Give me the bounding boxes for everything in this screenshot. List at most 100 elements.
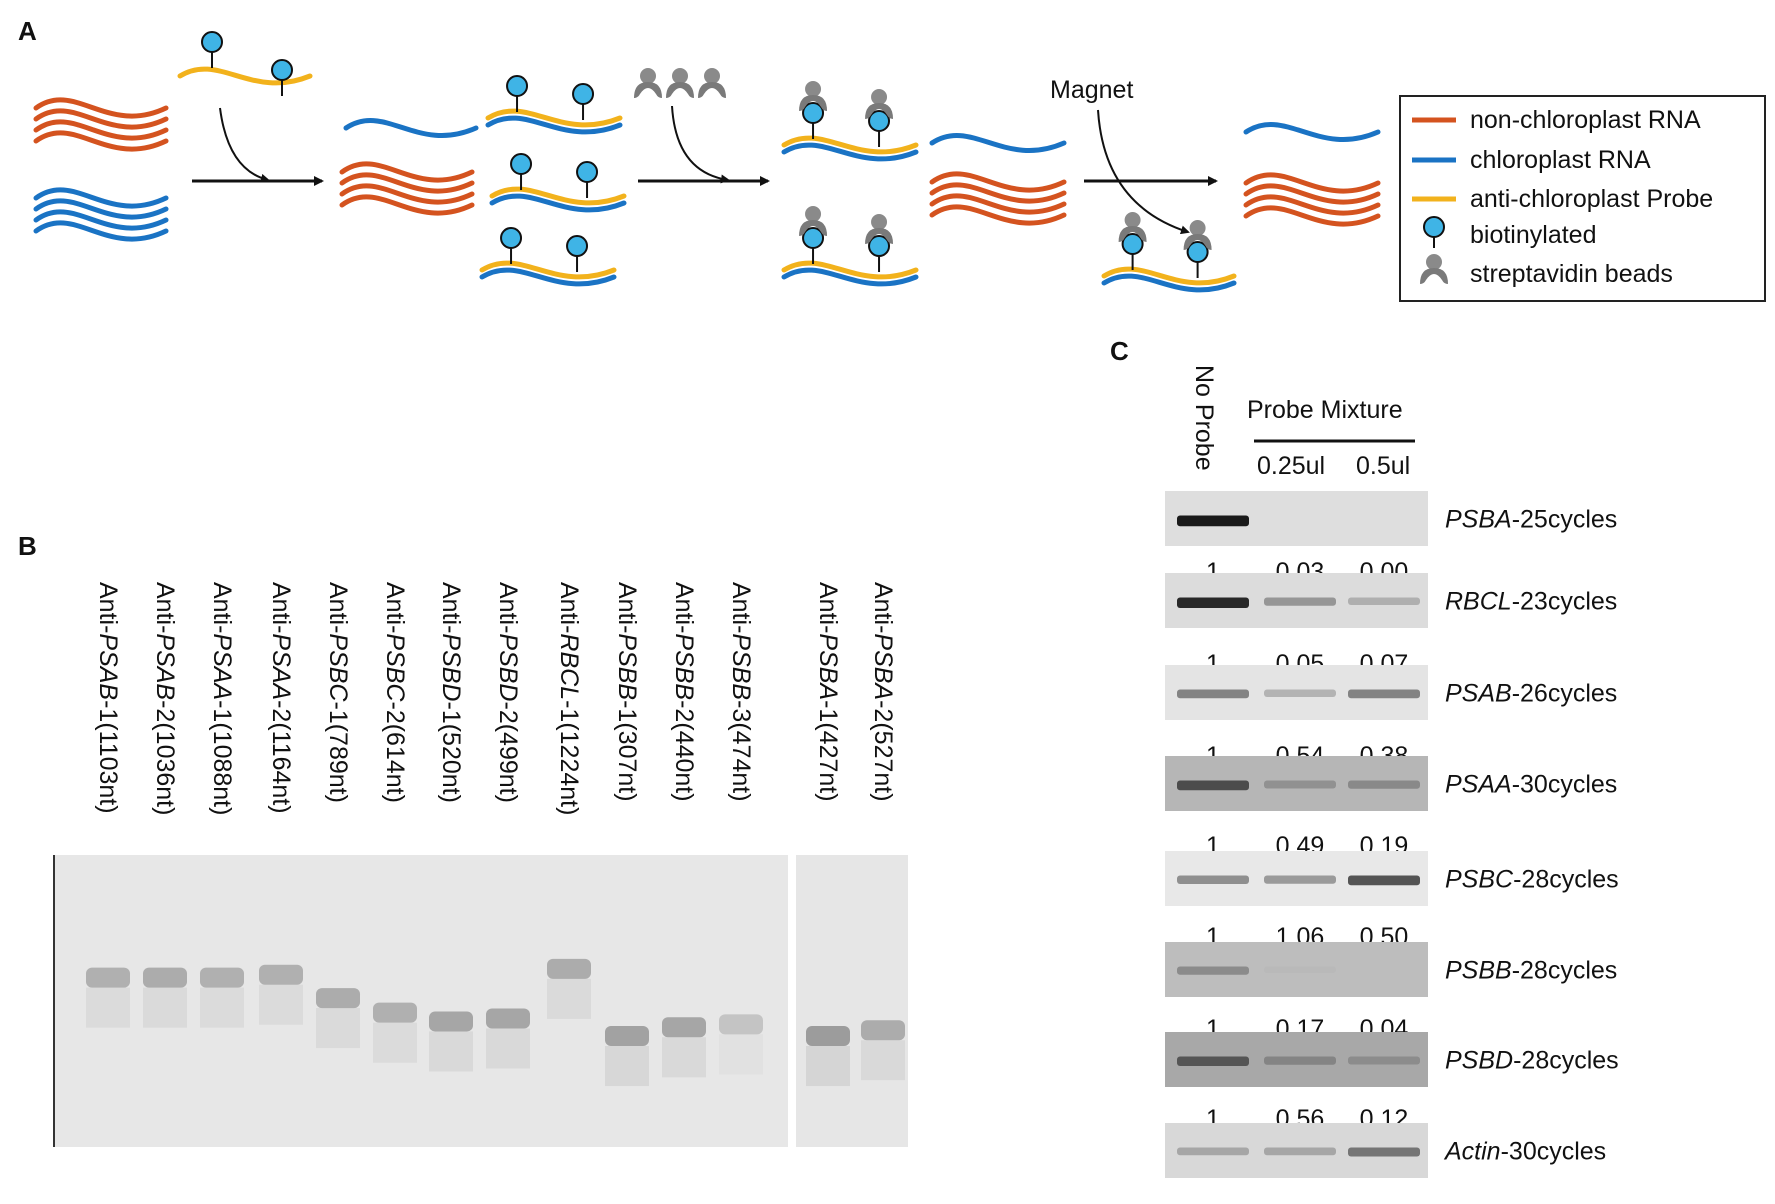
band-smear <box>662 1037 706 1078</box>
band-smear <box>719 1034 763 1075</box>
biotin-pin-icon <box>201 31 223 68</box>
band-smear <box>605 1046 649 1087</box>
biotin-pin-icon <box>576 161 599 198</box>
blot-band <box>1348 875 1420 886</box>
legend-label-biotinylated: biotinylated <box>1470 221 1596 249</box>
chloroplast-rna-strand <box>1101 273 1237 293</box>
biotin-pin-icon <box>868 110 891 147</box>
lane-label: Anti-PSBB-1(307nt) <box>613 582 641 802</box>
chloroplast-rna-strand <box>1243 122 1381 142</box>
probe-strand <box>781 135 919 155</box>
non-chloroplast-rna-strand <box>1243 194 1381 216</box>
gel-band <box>806 1026 850 1047</box>
blot-row-label: Actin-30cycles <box>1443 1138 1606 1166</box>
chloroplast-rna-strand <box>929 133 1067 153</box>
gel-band <box>547 958 591 979</box>
blot-row-label: PSBD-28cycles <box>1445 1047 1619 1075</box>
lane-label: Anti-PSBA-2(527nt) <box>869 582 897 802</box>
blot-band <box>1264 780 1336 789</box>
non-chloroplast-rna-strand <box>929 204 1067 226</box>
lane-label: Anti-PSAB-2(1036nt) <box>151 582 179 815</box>
gel-band <box>719 1014 763 1035</box>
lane-label: Anti-PSBC-1(789nt) <box>324 582 352 803</box>
non-chloroplast-rna-strand <box>1243 205 1381 227</box>
blot-row-label: PSAA-30cycles <box>1445 771 1617 799</box>
lane-label: Anti-PSBD-1(520nt) <box>437 582 465 803</box>
band-smear <box>547 978 591 1019</box>
gel-band <box>861 1020 905 1041</box>
blot-band <box>1348 689 1420 699</box>
lane-label: Anti-PSAB-1(1103nt) <box>94 582 122 814</box>
blot-band <box>1264 689 1336 697</box>
lane-label: Anti-PSBA-1(427nt) <box>814 582 842 802</box>
band-smear <box>373 1022 417 1063</box>
non-chloroplast-rna-strand <box>929 182 1067 204</box>
chloroplast-rna-strand <box>343 118 479 138</box>
probe-mixture-label: Probe Mixture <box>1247 396 1403 424</box>
blot-band <box>1177 515 1249 527</box>
non-chloroplast-rna-strand <box>1243 172 1381 194</box>
non-chloroplast-rna-strand <box>339 183 475 205</box>
blot-row-label: RBCL-23cycles <box>1445 588 1617 616</box>
lane-label: Anti-PSBB-3(474nt) <box>727 582 755 802</box>
non-chloroplast-rna-strand <box>339 161 475 183</box>
biotin-pin-icon <box>802 102 825 139</box>
curved-arrow <box>1097 109 1190 235</box>
biotin-pin-icon <box>572 83 595 120</box>
probe-strand <box>1101 266 1237 286</box>
non-chloroplast-rna-strand <box>33 119 169 141</box>
blot-row-label: PSBC-28cycles <box>1445 866 1619 894</box>
lane-label: Anti-RBCL-1(1224nt) <box>555 582 583 815</box>
probe-strand <box>485 108 623 128</box>
gel-band <box>259 964 303 985</box>
lane-label: Anti-PSAA-1(1088nt) <box>208 582 236 815</box>
lane-label: Anti-PSBD-2(499nt) <box>494 582 522 803</box>
non-chloroplast-rna-strand <box>339 172 475 194</box>
panel-c-blots: No Probe Probe Mixture 0.25ul 0.5ul PSBA… <box>1165 365 1619 1178</box>
band-smear <box>806 1046 850 1087</box>
probe-strand <box>177 66 313 86</box>
panel-a-schematic: Magnet <box>33 31 1381 293</box>
biotin-pin-icon <box>1186 241 1209 278</box>
biotin-pin-icon <box>506 75 529 112</box>
non-chloroplast-rna-strand <box>33 108 169 130</box>
no-probe-label: No Probe <box>1190 365 1218 471</box>
panel-label-a: A <box>18 16 37 46</box>
chloroplast-rna-strand <box>781 142 919 162</box>
chloroplast-rna-strand <box>33 187 169 209</box>
panel-label-b: B <box>18 531 37 561</box>
blot-band <box>1177 597 1249 608</box>
blot-row-label: PSBA-25cycles <box>1445 506 1617 534</box>
streptavidin-bead-icon <box>698 68 726 98</box>
legend-box <box>1399 95 1766 302</box>
band-smear <box>316 1008 360 1049</box>
gel-band <box>316 988 360 1009</box>
panel-b-gel: Anti-PSAB-1(1103nt) Anti-PSAB-2(1036nt) An… <box>53 582 908 1147</box>
non-chloroplast-rna-strand <box>339 194 475 216</box>
blot-band <box>1177 689 1249 699</box>
streptavidin-bead-icon <box>634 68 662 98</box>
biotin-pin-icon <box>510 153 533 190</box>
blot-band <box>1348 780 1420 789</box>
gel-band <box>86 967 130 988</box>
gel-image-left <box>54 855 788 1147</box>
non-chloroplast-rna-strand <box>1243 183 1381 205</box>
blot-band <box>1264 966 1336 973</box>
band-smear <box>429 1031 473 1072</box>
legend-label-non-chloroplast-rna: non-chloroplast RNA <box>1470 106 1701 134</box>
gel-band <box>605 1026 649 1047</box>
non-chloroplast-rna-strand <box>929 193 1067 215</box>
legend-label-probe: anti-chloroplast Probe <box>1470 185 1713 213</box>
curved-arrow <box>671 105 730 184</box>
non-chloroplast-rna-strand <box>929 171 1067 193</box>
legend-label-chloroplast-rna: chloroplast RNA <box>1470 146 1651 174</box>
lane-label: Anti-PSAA-2(1164nt) <box>267 582 295 814</box>
streptavidin-bead-icon <box>666 68 694 98</box>
gel-band <box>143 967 187 988</box>
volume-label-1: 0.25ul <box>1257 452 1325 480</box>
lane-label: Anti-PSBB-2(440nt) <box>670 582 698 802</box>
probe-strand <box>489 186 627 206</box>
chloroplast-rna-strand <box>781 267 919 287</box>
